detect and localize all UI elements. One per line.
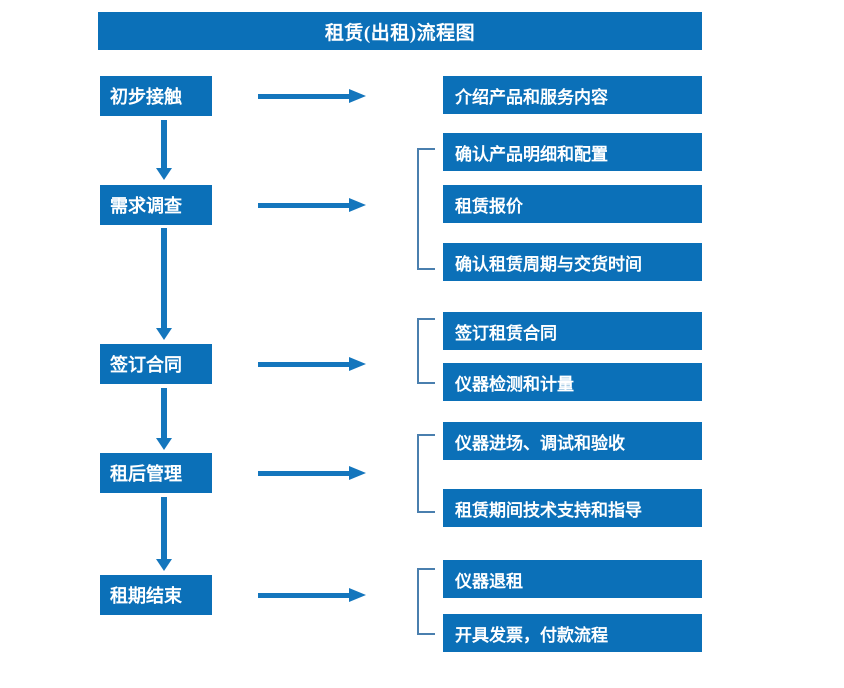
stage-box-2[interactable]: 需求调查 xyxy=(100,185,212,225)
group-bracket-icon-4 xyxy=(417,434,435,513)
task-box-9[interactable]: 仪器退租 xyxy=(443,560,702,598)
stage-box-1[interactable]: 初步接触 xyxy=(100,76,212,116)
task-box-7[interactable]: 仪器进场、调试和验收 xyxy=(443,422,702,460)
task-box-4[interactable]: 确认租赁周期与交货时间 xyxy=(443,243,702,281)
task-box-10[interactable]: 开具发票，付款流程 xyxy=(443,614,702,652)
down-arrow-icon-4 xyxy=(156,497,172,571)
task-box-6[interactable]: 仪器检测和计量 xyxy=(443,363,702,401)
stage-box-4[interactable]: 租后管理 xyxy=(100,453,212,493)
right-arrow-icon-2 xyxy=(258,197,366,213)
right-arrow-icon-1 xyxy=(258,88,366,104)
stage-box-3[interactable]: 签订合同 xyxy=(100,344,212,384)
task-box-2[interactable]: 确认产品明细和配置 xyxy=(443,133,702,171)
group-bracket-icon-2 xyxy=(417,148,435,270)
down-arrow-icon-3 xyxy=(156,388,172,450)
stage-box-5[interactable]: 租期结束 xyxy=(100,575,212,615)
right-arrow-icon-3 xyxy=(258,356,366,372)
down-arrow-icon-2 xyxy=(156,228,172,340)
right-arrow-icon-4 xyxy=(258,465,366,481)
page-title: 租赁(出租)流程图 xyxy=(98,12,702,50)
task-box-8[interactable]: 租赁期间技术支持和指导 xyxy=(443,489,702,527)
task-box-3[interactable]: 租赁报价 xyxy=(443,185,702,223)
task-box-5[interactable]: 签订租赁合同 xyxy=(443,312,702,350)
right-arrow-icon-5 xyxy=(258,587,366,603)
group-bracket-icon-5 xyxy=(417,568,435,635)
down-arrow-icon-1 xyxy=(156,120,172,180)
task-box-1[interactable]: 介绍产品和服务内容 xyxy=(443,76,702,114)
group-bracket-icon-3 xyxy=(417,318,435,384)
